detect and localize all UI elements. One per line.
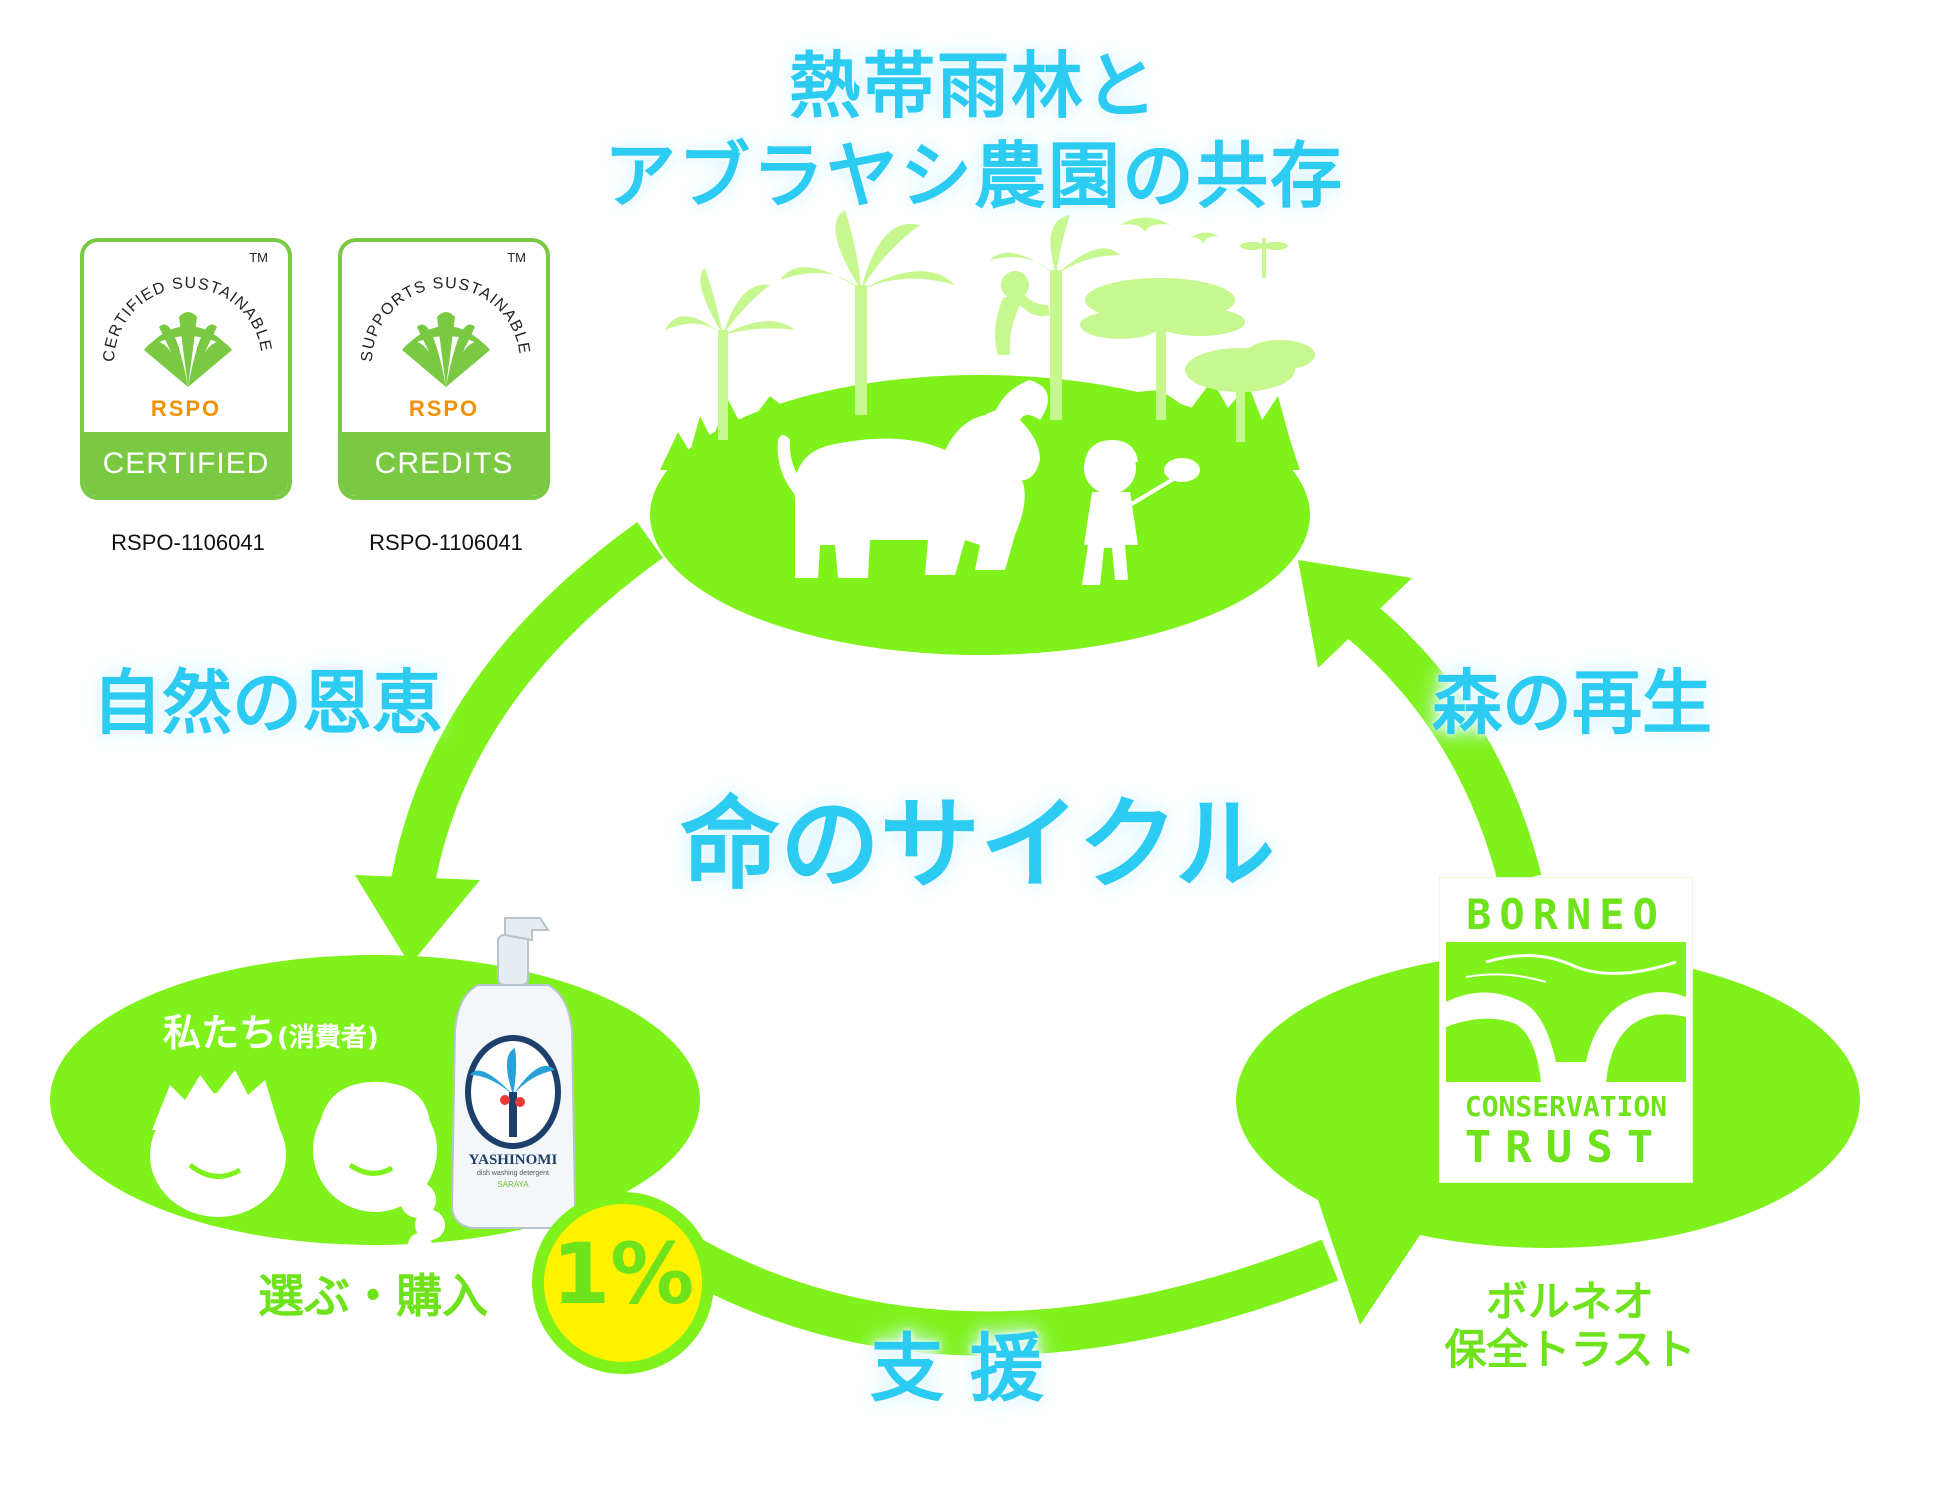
boy-face-icon <box>150 1070 286 1217</box>
monkey-icon <box>994 271 1050 355</box>
trademark-mark: TM <box>249 250 268 265</box>
cycle-arrows <box>388 522 1542 1356</box>
rspo-arc-text: SUPPORTS SUSTAINABLE PALM OIL <box>342 242 532 362</box>
palm-tree-icon <box>990 215 1120 420</box>
rspo-id-certified: RSPO-1106041 <box>111 530 265 555</box>
bct-word-trust: TRUST <box>1464 1122 1668 1173</box>
percent-badge-circle <box>532 1192 714 1374</box>
product-brand: YASHINOMI <box>468 1152 558 1168</box>
tree-icon <box>1185 340 1315 442</box>
choose-purchase-label: 選ぶ・購入 <box>258 1269 488 1323</box>
consumer-label: 私たち(消費者) <box>163 1002 379 1057</box>
rspo-arc-text: CERTIFIED SUSTAINABLE PALM OIL <box>84 242 274 362</box>
label-nature-benefit: 自然の恩恵 <box>92 662 442 744</box>
bct-word-conservation: CONSERVATION <box>1464 1090 1668 1123</box>
borneo-conservation-trust-logo: BORNEO CONSERVATION TRUST <box>1440 878 1692 1182</box>
svg-text:CERTIFIED SUSTAINABLE PALM OIL: CERTIFIED SUSTAINABLE PALM OIL <box>84 242 275 362</box>
title-line-1: 熱帯雨林と <box>788 44 1159 128</box>
rspo-id-credits: RSPO-1106041 <box>369 530 523 555</box>
trademark-mark: TM <box>507 250 526 265</box>
palm-logo-icon: SUPPORTS SUSTAINABLE PALM OIL <box>342 242 533 387</box>
rspo-band-certified: CERTIFIED <box>84 432 288 496</box>
arrow-left-head <box>355 875 480 965</box>
center-cycle-label: 命のサイクル <box>680 786 1275 903</box>
consumer-label-main: 私たち <box>163 1011 278 1055</box>
title-line-2: アブラヤシ農園の共存 <box>603 134 1344 218</box>
product-maker: SARAYA <box>497 1180 529 1189</box>
palm-tree-icon <box>665 268 795 440</box>
arrow-bottom-shaft <box>635 1213 1339 1356</box>
palm-logo-icon: CERTIFIED SUSTAINABLE PALM OIL <box>84 242 275 387</box>
consumer-label-sub: (消費者) <box>277 1023 379 1053</box>
dragonfly-icon <box>1240 238 1288 278</box>
arrow-right-shaft <box>1345 603 1542 886</box>
arrow-left-shaft <box>388 522 663 904</box>
label-support: 支 援 <box>870 1326 1044 1412</box>
bird-icon <box>1190 232 1218 244</box>
percent-badge-text: 1% <box>551 1225 695 1323</box>
rspo-credits-badge: TM SUPPORTS SUSTAINABLE PALM OIL RSPO CR… <box>338 238 550 500</box>
bottle-icon <box>450 917 577 1229</box>
child-with-net-icon <box>1082 440 1200 585</box>
rspo-logo-text: RSPO <box>408 396 480 421</box>
river-icon <box>1446 942 1686 1082</box>
product-subtitle: dish washing detergent <box>477 1170 549 1177</box>
trust-name-label: ボルネオ 保全トラスト <box>1405 1277 1735 1375</box>
bct-word-borneo: BORNEO <box>1466 890 1666 939</box>
arrow-right-head <box>1298 560 1412 668</box>
rspo-logo-text: RSPO <box>150 396 222 421</box>
trust-name-line1: ボルネオ <box>1485 1277 1654 1326</box>
label-forest-regeneration: 森の再生 <box>1432 662 1712 744</box>
girl-face-icon <box>313 1081 445 1257</box>
bird-icon <box>1120 217 1170 232</box>
elephant-icon <box>777 380 1048 578</box>
palm-tree-icon <box>780 210 955 415</box>
svg-text:SUPPORTS SUSTAINABLE PALM OIL: SUPPORTS SUSTAINABLE PALM OIL <box>342 242 533 362</box>
arrow-bottom-head <box>1318 1200 1430 1325</box>
acacia-tree-icon <box>1080 278 1245 420</box>
rspo-certified-badge: TM CERTIFIED SUSTAINABLE PALM OIL RSPO C… <box>80 238 292 500</box>
forest-group <box>650 210 1315 655</box>
trust-name-line2: 保全トラスト <box>1444 1325 1696 1375</box>
rspo-band-credits: CREDITS <box>342 432 546 496</box>
